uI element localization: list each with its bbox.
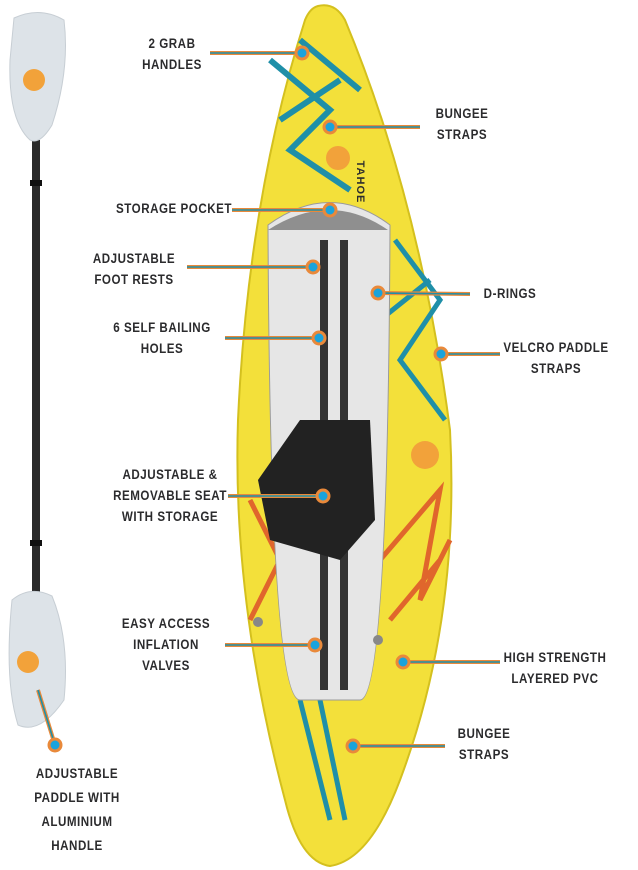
buoy-logo-icon <box>326 146 350 170</box>
callout-dot <box>395 654 411 670</box>
callouts <box>36 45 500 754</box>
callout-dot <box>322 202 338 218</box>
buoy-logo-icon <box>23 69 45 91</box>
callout-line <box>37 689 56 746</box>
paddle-shaft <box>32 140 40 620</box>
storage-pocket <box>268 210 388 230</box>
callout-dot <box>307 637 323 653</box>
callout-dot <box>294 45 310 61</box>
callout-dot <box>322 119 338 135</box>
callout-dot <box>433 346 449 362</box>
buoy-logo-icon <box>411 441 439 469</box>
kayak <box>236 4 453 868</box>
callout-dot <box>47 737 63 753</box>
callout-dot <box>315 488 331 504</box>
buoy-logo-icon <box>17 651 39 673</box>
label-storage-pocket: STORAGE POCKET <box>115 201 233 216</box>
seat <box>258 420 375 560</box>
callout-dot <box>370 285 386 301</box>
kayak-model-name: TAHOE <box>354 160 366 204</box>
callout-dot <box>305 259 321 275</box>
label-d-rings: D-RINGS <box>483 286 537 301</box>
callout-line <box>377 292 471 295</box>
paddle <box>8 12 66 728</box>
callout-dot <box>311 330 327 346</box>
callout-dot <box>345 738 361 754</box>
